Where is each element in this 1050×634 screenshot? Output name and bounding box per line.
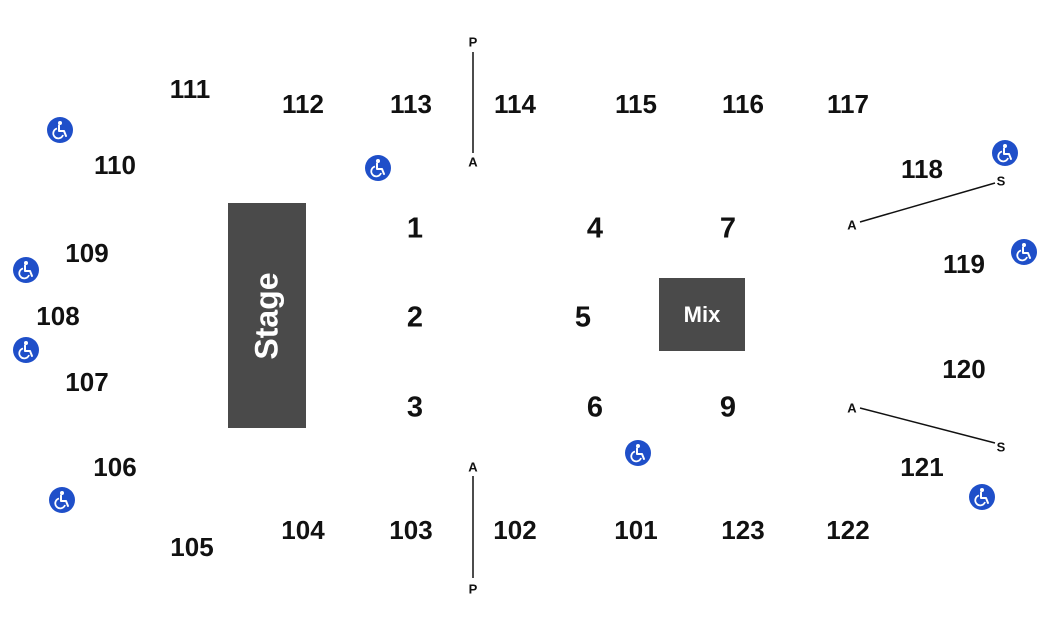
section-113[interactable]: 113 bbox=[390, 89, 432, 119]
aisle-marker-a-top: A bbox=[468, 154, 478, 170]
section-101[interactable]: 101 bbox=[614, 515, 658, 545]
floor-section-1[interactable]: 1 bbox=[406, 212, 424, 245]
wheelchair-accessible-icon[interactable] bbox=[47, 117, 73, 143]
section-116[interactable]: 116 bbox=[722, 89, 764, 119]
aisle-marker-a-bottom: A bbox=[468, 459, 478, 475]
section-117[interactable]: 117 bbox=[827, 89, 869, 119]
section-102[interactable]: 102 bbox=[493, 515, 537, 545]
mix-label: Mix bbox=[683, 301, 721, 327]
section-115[interactable]: 115 bbox=[615, 89, 657, 119]
section-111[interactable]: 111 bbox=[169, 74, 211, 104]
wheelchair-accessible-icon[interactable] bbox=[49, 487, 75, 513]
wheelchair-accessible-icon[interactable] bbox=[969, 484, 995, 510]
aisle-marker-a-right-lower: A bbox=[847, 400, 857, 416]
wheelchair-accessible-icon[interactable] bbox=[625, 440, 651, 466]
aisle-line-right-upper bbox=[859, 182, 996, 223]
floor-section-3[interactable]: 3 bbox=[406, 391, 424, 424]
section-107[interactable]: 107 bbox=[65, 367, 109, 397]
wheelchair-accessible-icon[interactable] bbox=[13, 337, 39, 363]
aisle-marker-p-top: P bbox=[468, 34, 478, 50]
section-118[interactable]: 118 bbox=[901, 154, 943, 184]
floor-section-5[interactable]: 5 bbox=[574, 301, 592, 334]
floor-section-9[interactable]: 9 bbox=[719, 391, 737, 424]
section-120[interactable]: 120 bbox=[942, 354, 986, 384]
section-122[interactable]: 122 bbox=[826, 515, 870, 545]
wheelchair-accessible-icon[interactable] bbox=[13, 257, 39, 283]
wheelchair-accessible-icon[interactable] bbox=[992, 140, 1018, 166]
section-109[interactable]: 109 bbox=[65, 238, 109, 268]
floor-section-4[interactable]: 4 bbox=[586, 212, 604, 245]
section-103[interactable]: 103 bbox=[389, 515, 433, 545]
section-106[interactable]: 106 bbox=[93, 452, 137, 482]
stage-label: Stage bbox=[248, 271, 285, 360]
floor-section-2[interactable]: 2 bbox=[406, 301, 424, 334]
floor-section-6[interactable]: 6 bbox=[586, 391, 604, 424]
aisle-marker-s-right-upper: S bbox=[996, 173, 1006, 189]
aisle-marker-s-right-lower: S bbox=[996, 439, 1006, 455]
section-104[interactable]: 104 bbox=[281, 515, 325, 545]
aisle-marker-a-right-upper: A bbox=[847, 217, 857, 233]
section-108[interactable]: 108 bbox=[36, 301, 80, 331]
section-123[interactable]: 123 bbox=[721, 515, 765, 545]
wheelchair-accessible-icon[interactable] bbox=[1011, 239, 1037, 265]
floor-section-7[interactable]: 7 bbox=[719, 212, 737, 245]
aisle-marker-p-bottom: P bbox=[468, 581, 478, 597]
stage: Stage bbox=[228, 203, 306, 428]
section-112[interactable]: 112 bbox=[282, 89, 324, 119]
aisle-line-right-lower bbox=[859, 407, 996, 444]
section-114[interactable]: 114 bbox=[494, 89, 536, 119]
mix-position: Mix bbox=[659, 278, 745, 351]
wheelchair-accessible-icon[interactable] bbox=[365, 155, 391, 181]
section-110[interactable]: 110 bbox=[94, 150, 136, 180]
section-119[interactable]: 119 bbox=[943, 249, 985, 279]
section-105[interactable]: 105 bbox=[170, 532, 214, 562]
section-121[interactable]: 121 bbox=[900, 452, 944, 482]
